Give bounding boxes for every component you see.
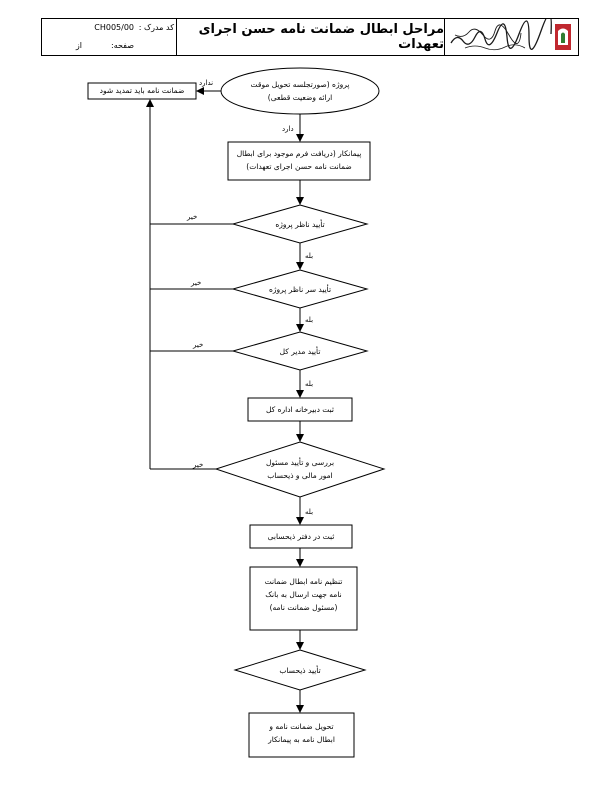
label-darad: دارد (282, 125, 294, 133)
decision-2-text: تأیید سر ناظر پروژه (268, 285, 332, 294)
page-label: صفحه: (111, 41, 134, 50)
organization-logo (450, 14, 571, 51)
label-yes-3: بله (305, 380, 314, 388)
decision-4-text: بررسی و تأیید مسئول امور مالی و ذیحساب (265, 458, 335, 480)
register-1-text: ثبت دبیرخانه اداره کل (265, 405, 335, 414)
label-no-3: خیر (193, 341, 204, 349)
document-code-cell: کد مدرک : CH005/00 صفحه: از (42, 19, 178, 55)
document-header: مراحل ابطال ضمانت نامه حسن اجرای تعهدات … (41, 14, 579, 56)
code-value: CH005/00 (94, 23, 134, 32)
title-cell: مراحل ابطال ضمانت نامه حسن اجرای تعهدات (176, 19, 444, 55)
prepare-letter-text: تنظیم نامه ابطال ضمانت نامه جهت ارسال به… (264, 577, 343, 612)
final-text: تحویل ضمانت نامه و ابطال نامه به پیمانکا… (268, 722, 335, 744)
label-yes-1: بله (305, 252, 314, 260)
start-text: پروژه (صورتجلسه تحویل موقت ارائه وضعیت ق… (250, 80, 350, 102)
of-label: از (75, 41, 82, 50)
label-yes-4: بله (305, 508, 314, 516)
prepare-letter-box (249, 566, 358, 631)
label-yes-2: بله (305, 316, 314, 324)
register-2-box (249, 524, 353, 549)
register-2-text: ثبت در دفتر ذیحسابی (267, 532, 335, 541)
decision-1-text: تأیید ناظر پروژه (275, 220, 325, 229)
decision-3-text: تأیید مدیر کل (279, 347, 321, 356)
contractor-text: پیمانکار (دریافت فرم موجود برای ابطال ضم… (236, 149, 362, 171)
decision-5-text: تأیید ذیحساب (279, 666, 321, 675)
logo-cell (444, 14, 578, 55)
code-label: کد مدرک : (138, 23, 174, 32)
label-no-4: خیر (193, 461, 204, 469)
contractor-box (227, 141, 371, 181)
label-no-1: خیر (187, 213, 198, 221)
label-no-2: خیر (191, 279, 202, 287)
final-box (248, 712, 355, 758)
page-title: مراحل ابطال ضمانت نامه حسن اجرای تعهدات (198, 22, 444, 52)
label-nadarad: ندارد (199, 79, 214, 87)
extend-text: ضمانت نامه باید تمدید شود (99, 86, 185, 95)
